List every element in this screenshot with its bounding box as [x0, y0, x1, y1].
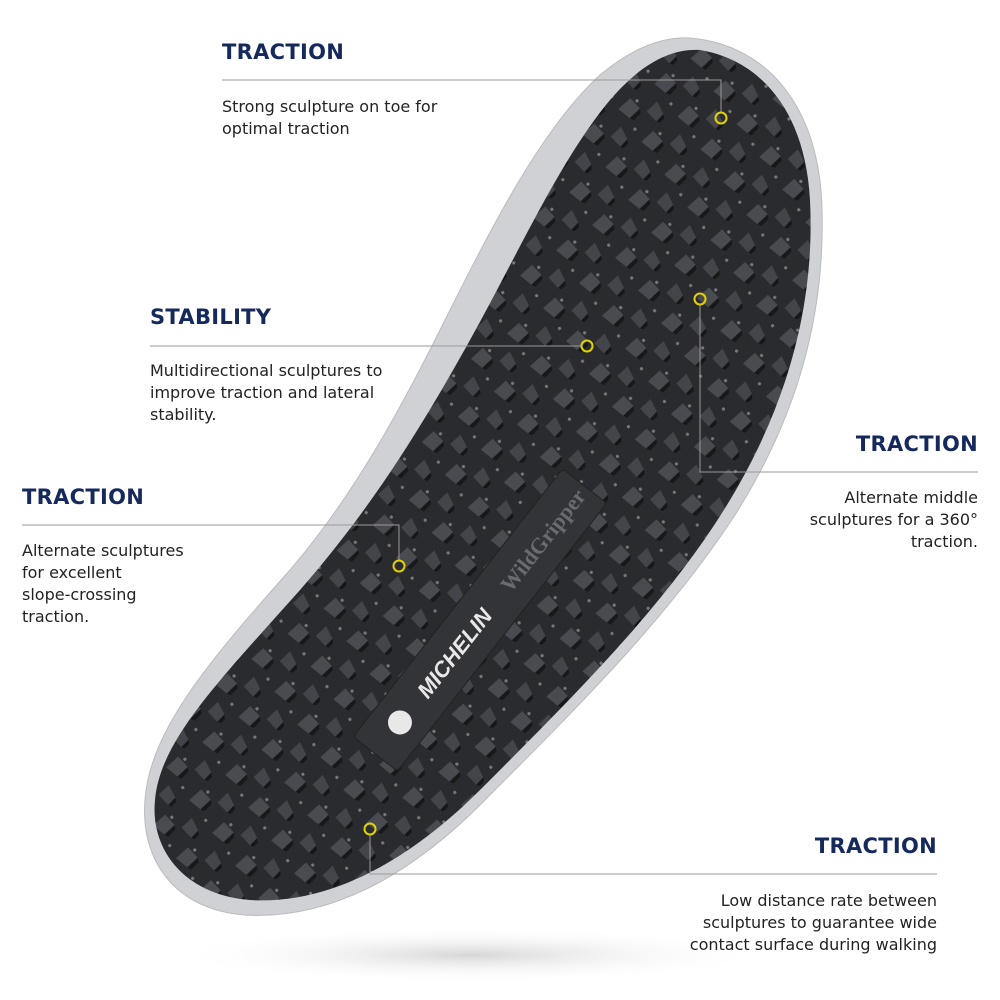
- desc-line: Multidirectional sculptures to: [150, 361, 383, 380]
- callout-desc-stability: Multidirectional sculptures to improve t…: [150, 360, 382, 426]
- marker-toe: [714, 111, 728, 125]
- marker-middle: [693, 292, 707, 306]
- desc-line: optimal traction: [222, 119, 350, 138]
- callout-title-stability: STABILITY: [150, 305, 272, 329]
- marker-slope: [392, 559, 406, 573]
- desc-line: traction.: [910, 532, 978, 551]
- callout-lines: [22, 79, 978, 875]
- ground-shadow: [170, 927, 770, 983]
- desc-line: for excellent: [22, 563, 122, 582]
- marker-heel: [363, 822, 377, 836]
- callout-title-toe: TRACTION: [222, 40, 345, 64]
- callout-desc-middle: Alternate middle sculptures for a 360° t…: [810, 487, 978, 553]
- desc-line: traction.: [22, 607, 90, 626]
- callout-desc-slope: Alternate sculptures for excellent slope…: [22, 540, 184, 628]
- desc-line: sculptures for a 360°: [809, 510, 978, 529]
- desc-line: slope-crossing: [22, 585, 137, 604]
- desc-line: Alternate middle: [844, 488, 978, 507]
- desc-line: contact surface during walking: [689, 935, 937, 954]
- desc-line: Alternate sculptures: [22, 541, 184, 560]
- desc-line: improve traction and lateral: [150, 383, 375, 402]
- desc-line: stability.: [150, 405, 217, 424]
- callout-desc-toe: Strong sculpture on toe for optimal trac…: [222, 96, 437, 140]
- michelin-logo-plate: MICHELIN WildGripper: [354, 469, 606, 771]
- desc-line: Low distance rate between: [720, 891, 937, 910]
- callout-title-heel: TRACTION: [814, 834, 937, 858]
- callout-title-middle: TRACTION: [855, 432, 978, 456]
- callout-title-slope: TRACTION: [22, 485, 145, 509]
- lug-pattern: [154, 49, 811, 901]
- marker-stability: [580, 339, 594, 353]
- callout-desc-heel: Low distance rate between sculptures to …: [690, 890, 937, 956]
- desc-line: sculptures to guarantee wide: [702, 913, 937, 932]
- desc-line: Strong sculpture on toe for: [222, 97, 438, 116]
